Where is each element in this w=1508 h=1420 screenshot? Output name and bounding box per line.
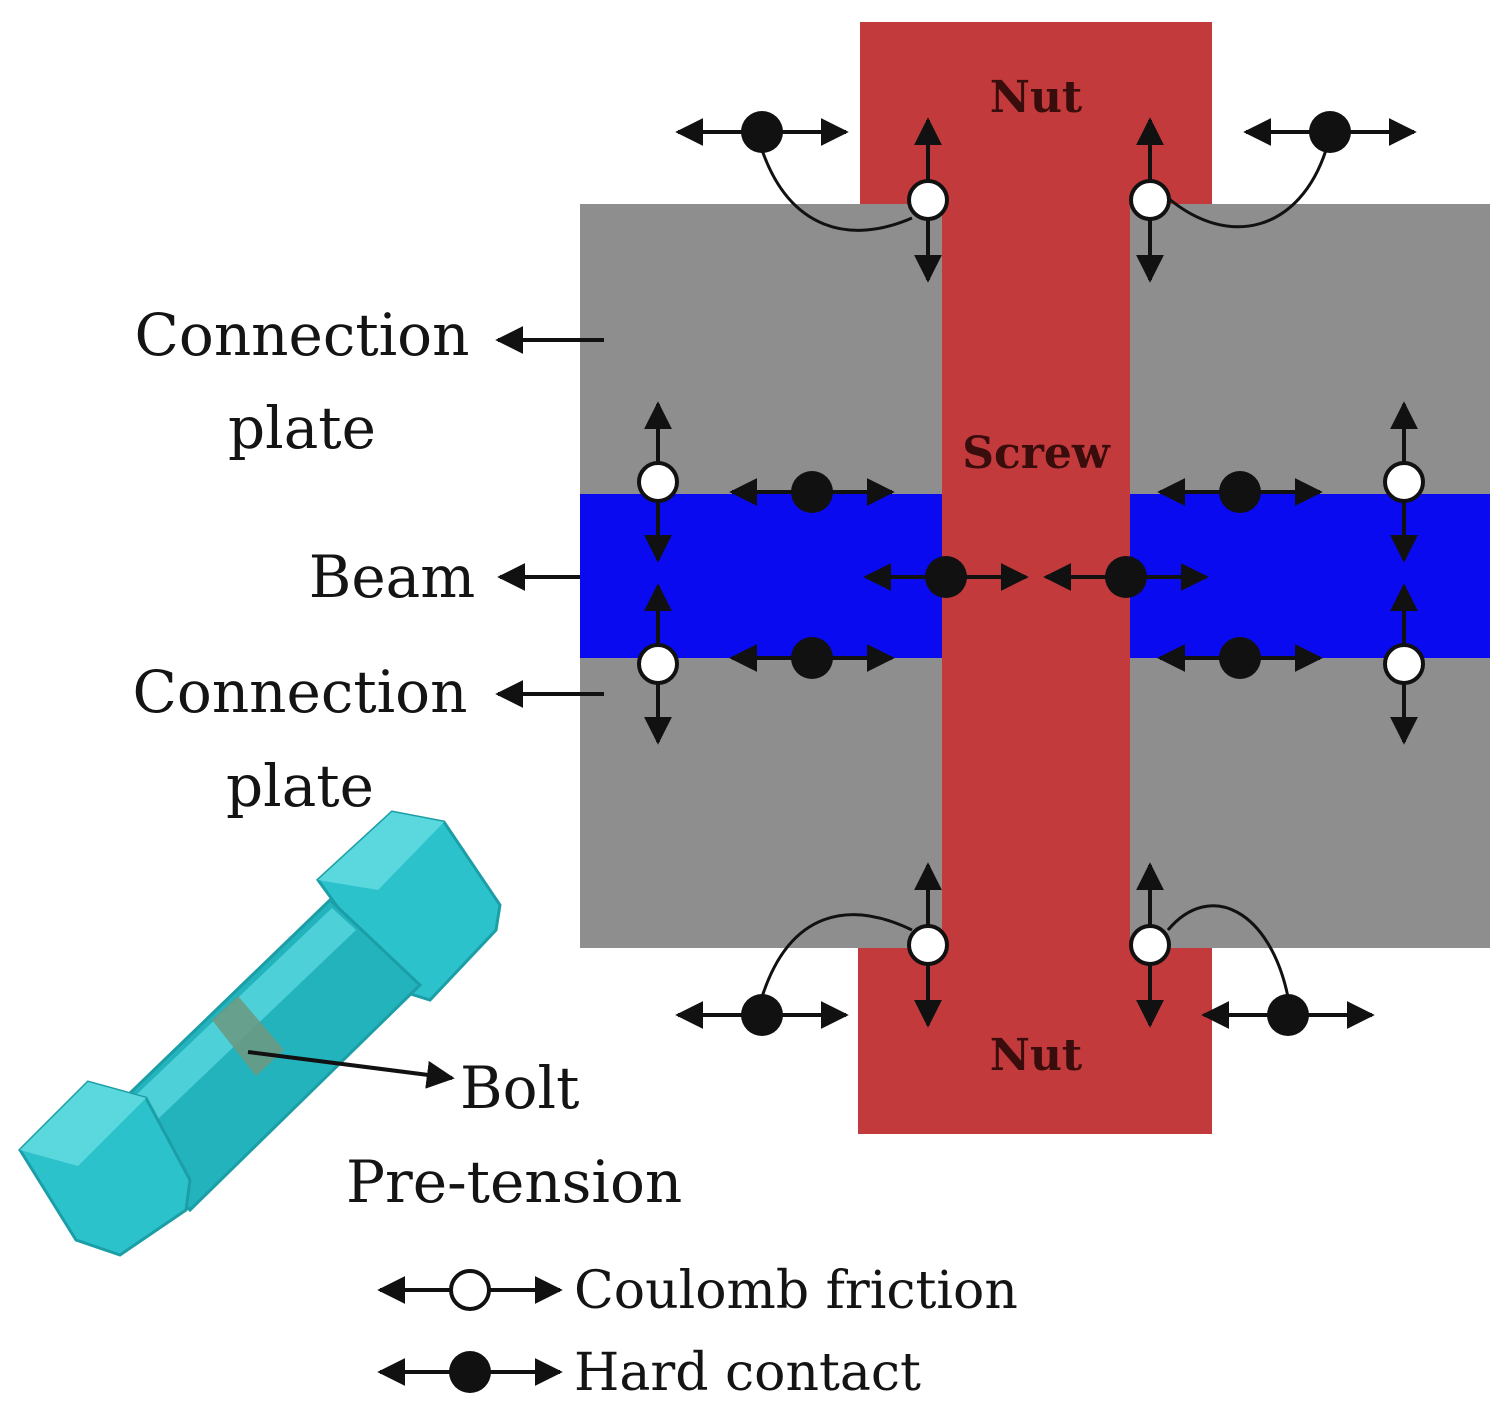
hard-contact-symbol — [1219, 637, 1261, 679]
bolt-head-lower-face — [20, 1082, 146, 1166]
contact-leader-line — [1167, 149, 1328, 229]
coulomb-friction-symbol — [449, 1269, 491, 1311]
coulomb-friction-symbol — [1383, 643, 1425, 685]
pre-tension-label: Pre-tension — [346, 1148, 682, 1216]
contact-leader-line — [1166, 904, 1290, 998]
coulomb-friction-symbol — [907, 924, 949, 966]
hard-contact-symbol — [925, 556, 967, 598]
legend — [377, 1269, 563, 1393]
connection-plate-bottom-label-line1: Connection — [133, 658, 468, 726]
contact-leader-line — [760, 913, 913, 998]
hard-contact-symbol — [449, 1351, 491, 1393]
nut-bottom-label: Nut — [990, 1030, 1083, 1081]
hard-contact-symbol — [1309, 111, 1351, 153]
nut-top-label: Nut — [990, 72, 1083, 123]
contact-leader-line — [760, 149, 913, 232]
nut-top — [860, 22, 1212, 204]
coulomb-friction-symbol — [1129, 924, 1171, 966]
coulomb-friction-symbol — [637, 461, 679, 503]
legend-hard-contact-label: Hard contact — [574, 1343, 921, 1403]
connection-plate-bottom-label-line2: plate — [226, 752, 374, 820]
hard-contact-symbol — [791, 637, 833, 679]
beam-label: Beam — [309, 543, 476, 611]
connection-plate-top-label-line2: plate — [228, 394, 376, 462]
coulomb-friction-symbol — [637, 643, 679, 685]
hard-contact-symbol — [741, 994, 783, 1036]
hard-contact-symbol — [741, 111, 783, 153]
bolt-head-upper-face — [318, 812, 444, 890]
hard-contact-symbol — [1267, 994, 1309, 1036]
screw-label: Screw — [962, 428, 1111, 479]
coulomb-friction-symbol — [1383, 461, 1425, 503]
legend-coulomb-friction-label: Coulomb friction — [574, 1261, 1018, 1321]
hard-contact-symbol — [791, 471, 833, 513]
coulomb-friction-symbol — [907, 179, 949, 221]
coulomb-friction-symbol — [1129, 179, 1171, 221]
hard-contact-symbol — [1219, 471, 1261, 513]
bolt-3d-illustration — [18, 810, 502, 1257]
bolt-label: Bolt — [460, 1054, 579, 1122]
hard-contact-symbol — [1105, 556, 1147, 598]
connection-plate-top-label-line1: Connection — [135, 301, 470, 369]
nut-bottom — [858, 948, 1212, 1134]
contact-symbols — [637, 111, 1425, 1036]
bolt-pretension-pointer — [247, 1050, 455, 1089]
